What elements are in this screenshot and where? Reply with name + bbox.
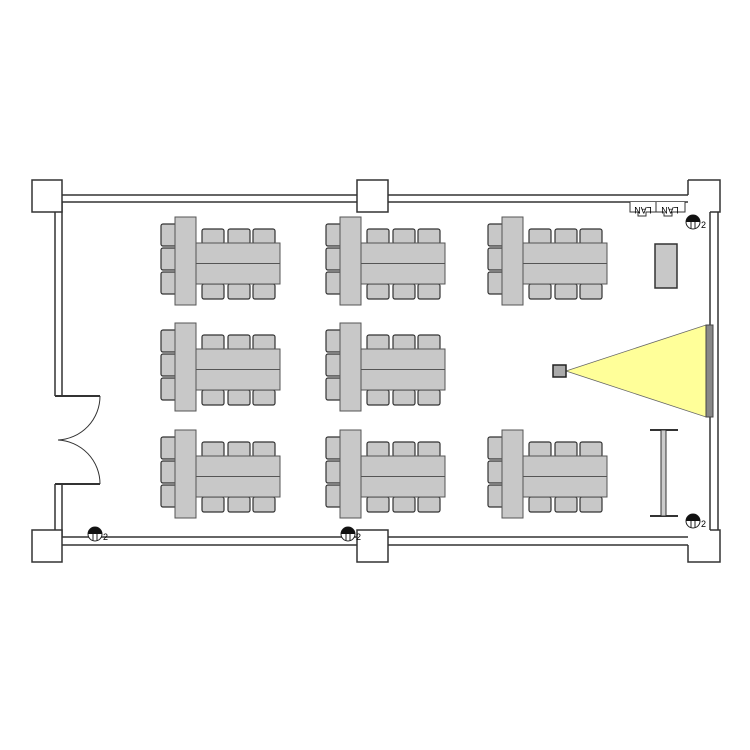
chair <box>554 228 578 245</box>
projection-screen <box>705 324 714 418</box>
chair <box>579 283 603 300</box>
projection-beam <box>564 324 707 418</box>
chair <box>366 389 390 406</box>
chair <box>252 441 276 458</box>
chair <box>392 334 416 351</box>
chair <box>392 496 416 513</box>
walls <box>31 179 721 563</box>
table-group <box>160 429 281 519</box>
head-table <box>339 216 362 306</box>
table-group <box>160 322 281 412</box>
chair <box>252 389 276 406</box>
chair <box>392 441 416 458</box>
chair <box>227 228 251 245</box>
chair <box>227 283 251 300</box>
head-table <box>501 216 524 306</box>
head-table <box>501 429 524 519</box>
chair <box>252 228 276 245</box>
chair <box>201 389 225 406</box>
table-group <box>487 216 608 306</box>
chair <box>252 283 276 300</box>
table-groups <box>160 216 608 519</box>
chair <box>392 228 416 245</box>
power-outlet: 2 <box>685 513 706 529</box>
chair <box>417 228 441 245</box>
chair <box>554 441 578 458</box>
chair <box>528 496 552 513</box>
chair <box>252 334 276 351</box>
chair <box>366 496 390 513</box>
chair <box>528 283 552 300</box>
chair <box>392 283 416 300</box>
head-table <box>339 322 362 412</box>
chair <box>579 228 603 245</box>
chair <box>554 283 578 300</box>
screen-stand <box>650 429 678 517</box>
lan-port: LAN <box>629 202 657 217</box>
lan-port: LAN <box>655 202 686 217</box>
outlet-label: 2 <box>701 220 706 230</box>
chair <box>579 496 603 513</box>
chair <box>201 334 225 351</box>
chair <box>579 441 603 458</box>
chair <box>252 496 276 513</box>
projector <box>552 364 567 378</box>
double-door[interactable] <box>57 395 101 485</box>
table-group <box>325 429 446 519</box>
column <box>356 529 389 563</box>
chair <box>417 389 441 406</box>
chair <box>227 334 251 351</box>
table-group <box>487 429 608 519</box>
head-table <box>339 429 362 519</box>
chair <box>201 283 225 300</box>
chair <box>227 441 251 458</box>
power-outlet: 2 <box>340 526 361 542</box>
column <box>356 179 389 213</box>
svg-text:LAN: LAN <box>634 205 652 215</box>
chair <box>366 334 390 351</box>
column <box>31 529 63 563</box>
svg-text:LAN: LAN <box>661 205 679 215</box>
table-group <box>325 216 446 306</box>
chair <box>417 496 441 513</box>
outlet-label: 2 <box>356 532 361 542</box>
chair <box>366 441 390 458</box>
chair <box>392 389 416 406</box>
head-table <box>174 429 197 519</box>
head-table <box>174 322 197 412</box>
column <box>31 179 63 213</box>
chair <box>366 228 390 245</box>
chair <box>528 228 552 245</box>
chair <box>417 334 441 351</box>
chair <box>227 389 251 406</box>
chair <box>366 283 390 300</box>
chair <box>417 283 441 300</box>
chair <box>201 441 225 458</box>
column <box>687 179 721 213</box>
chair <box>201 496 225 513</box>
table-group <box>325 322 446 412</box>
table-group <box>160 216 281 306</box>
power-outlet: 2 <box>87 526 108 542</box>
chair <box>528 441 552 458</box>
chair <box>201 228 225 245</box>
chair <box>227 496 251 513</box>
chair <box>417 441 441 458</box>
head-table <box>174 216 197 306</box>
outlet-label: 2 <box>701 519 706 529</box>
power-outlet: 2 <box>685 214 706 230</box>
podium <box>654 243 678 289</box>
chair <box>554 496 578 513</box>
column <box>687 529 721 563</box>
outlet-label: 2 <box>103 532 108 542</box>
